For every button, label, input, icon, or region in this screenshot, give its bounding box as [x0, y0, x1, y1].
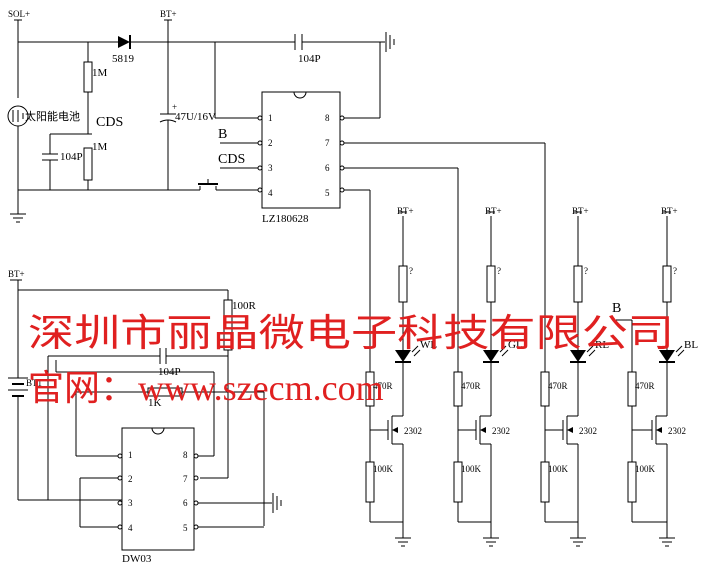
r-1k-label: 1K	[148, 397, 162, 409]
ic-dw03: DW03 1 2 3 4 8 7 6 5	[55, 360, 282, 565]
bt-label-left: BT+	[8, 269, 25, 279]
svg-text:2302: 2302	[579, 426, 597, 436]
watermark-url-prefix: 官网：	[28, 368, 136, 409]
r-sense-label: 100R	[232, 300, 257, 312]
svg-text:2302: 2302	[492, 426, 510, 436]
push-button	[196, 179, 250, 191]
svg-text:BT+: BT+	[572, 206, 589, 216]
svg-text:100K: 100K	[548, 464, 569, 474]
led-rl-label: RL	[595, 339, 609, 351]
svg-text:100K: 100K	[635, 464, 656, 474]
r1-label: 1M	[92, 67, 108, 79]
svg-text:BT+: BT+	[397, 206, 414, 216]
cap-elec-label: 47U/16V	[175, 111, 216, 123]
svg-text:2: 2	[268, 138, 273, 148]
channel-4: BT+ ? BL 470R 2302 100K	[627, 206, 698, 547]
r2-label: 1M	[92, 141, 108, 153]
b-label: B	[612, 301, 621, 316]
svg-text:8: 8	[183, 450, 188, 460]
svg-text:7: 7	[325, 138, 330, 148]
svg-text:?: ?	[673, 266, 677, 276]
ic1-cds-label: CDS	[218, 152, 245, 167]
ic1-name: LZ180628	[262, 213, 309, 225]
svg-text:5: 5	[325, 188, 330, 198]
svg-text:470R: 470R	[548, 381, 568, 391]
ground-top-right	[380, 32, 395, 52]
bt-label-top: BT+	[160, 9, 177, 19]
watermark-company: 深圳市丽晶微电子科技有限公司	[28, 311, 674, 355]
solar-section: SOL+ 5819 BT+ 104P	[7, 9, 395, 223]
sol-label: SOL+	[8, 9, 30, 19]
cap-top-label: 104P	[298, 53, 321, 65]
cap-left-label: 104P	[60, 151, 83, 163]
solar-label: 太阳能电池	[25, 109, 80, 123]
svg-text:7: 7	[183, 474, 188, 484]
svg-text:5: 5	[183, 523, 188, 533]
ground-left	[10, 210, 26, 223]
svg-text:470R: 470R	[461, 381, 481, 391]
svg-text:2302: 2302	[668, 426, 686, 436]
led-gl-label: GL	[508, 339, 523, 351]
svg-text:100K: 100K	[373, 464, 394, 474]
ic1-output-wires: B	[344, 142, 633, 372]
svg-text:1: 1	[128, 450, 133, 460]
svg-text:?: ?	[584, 266, 588, 276]
svg-text:?: ?	[409, 266, 413, 276]
svg-text:470R: 470R	[635, 381, 655, 391]
led-bl-label: BL	[684, 339, 698, 351]
svg-text:3: 3	[128, 498, 133, 508]
led-wl-label: WL	[420, 339, 437, 351]
channel-1: BT+ ? WL 470R 2302 100K	[365, 206, 437, 547]
ic2-name: DW03	[122, 553, 152, 565]
watermark-url: www.szecm.com	[138, 368, 384, 408]
cds-label: CDS	[96, 115, 123, 130]
svg-text:1: 1	[268, 113, 273, 123]
svg-text:4: 4	[268, 188, 273, 198]
svg-text:100K: 100K	[461, 464, 482, 474]
svg-text:BT+: BT+	[661, 206, 678, 216]
svg-text:2302: 2302	[404, 426, 422, 436]
svg-text:BT+: BT+	[485, 206, 502, 216]
svg-text:6: 6	[183, 498, 188, 508]
svg-text:4: 4	[128, 523, 133, 533]
diode-5819: 5819	[112, 35, 135, 65]
battery-section: BT+ 100R BT1 104P 1K	[8, 269, 265, 526]
svg-text:6: 6	[325, 163, 330, 173]
channel-3: BT+ ? RL 470R 2302 100K	[540, 206, 609, 547]
svg-text:?: ?	[497, 266, 501, 276]
svg-text:2: 2	[128, 474, 133, 484]
battery-label: BT1	[26, 378, 42, 388]
channel-2: BT+ ? GL 470R 2302 100K	[453, 206, 523, 547]
ic-lz180628: LZ180628 1 2 3 4 8 7 6 5 B CDS	[214, 42, 345, 225]
svg-text:+: +	[172, 102, 177, 112]
ic1-b-label: B	[218, 127, 227, 142]
svg-text:470R: 470R	[373, 381, 393, 391]
diode-label: 5819	[112, 53, 135, 65]
svg-text:8: 8	[325, 113, 330, 123]
svg-text:3: 3	[268, 163, 273, 173]
